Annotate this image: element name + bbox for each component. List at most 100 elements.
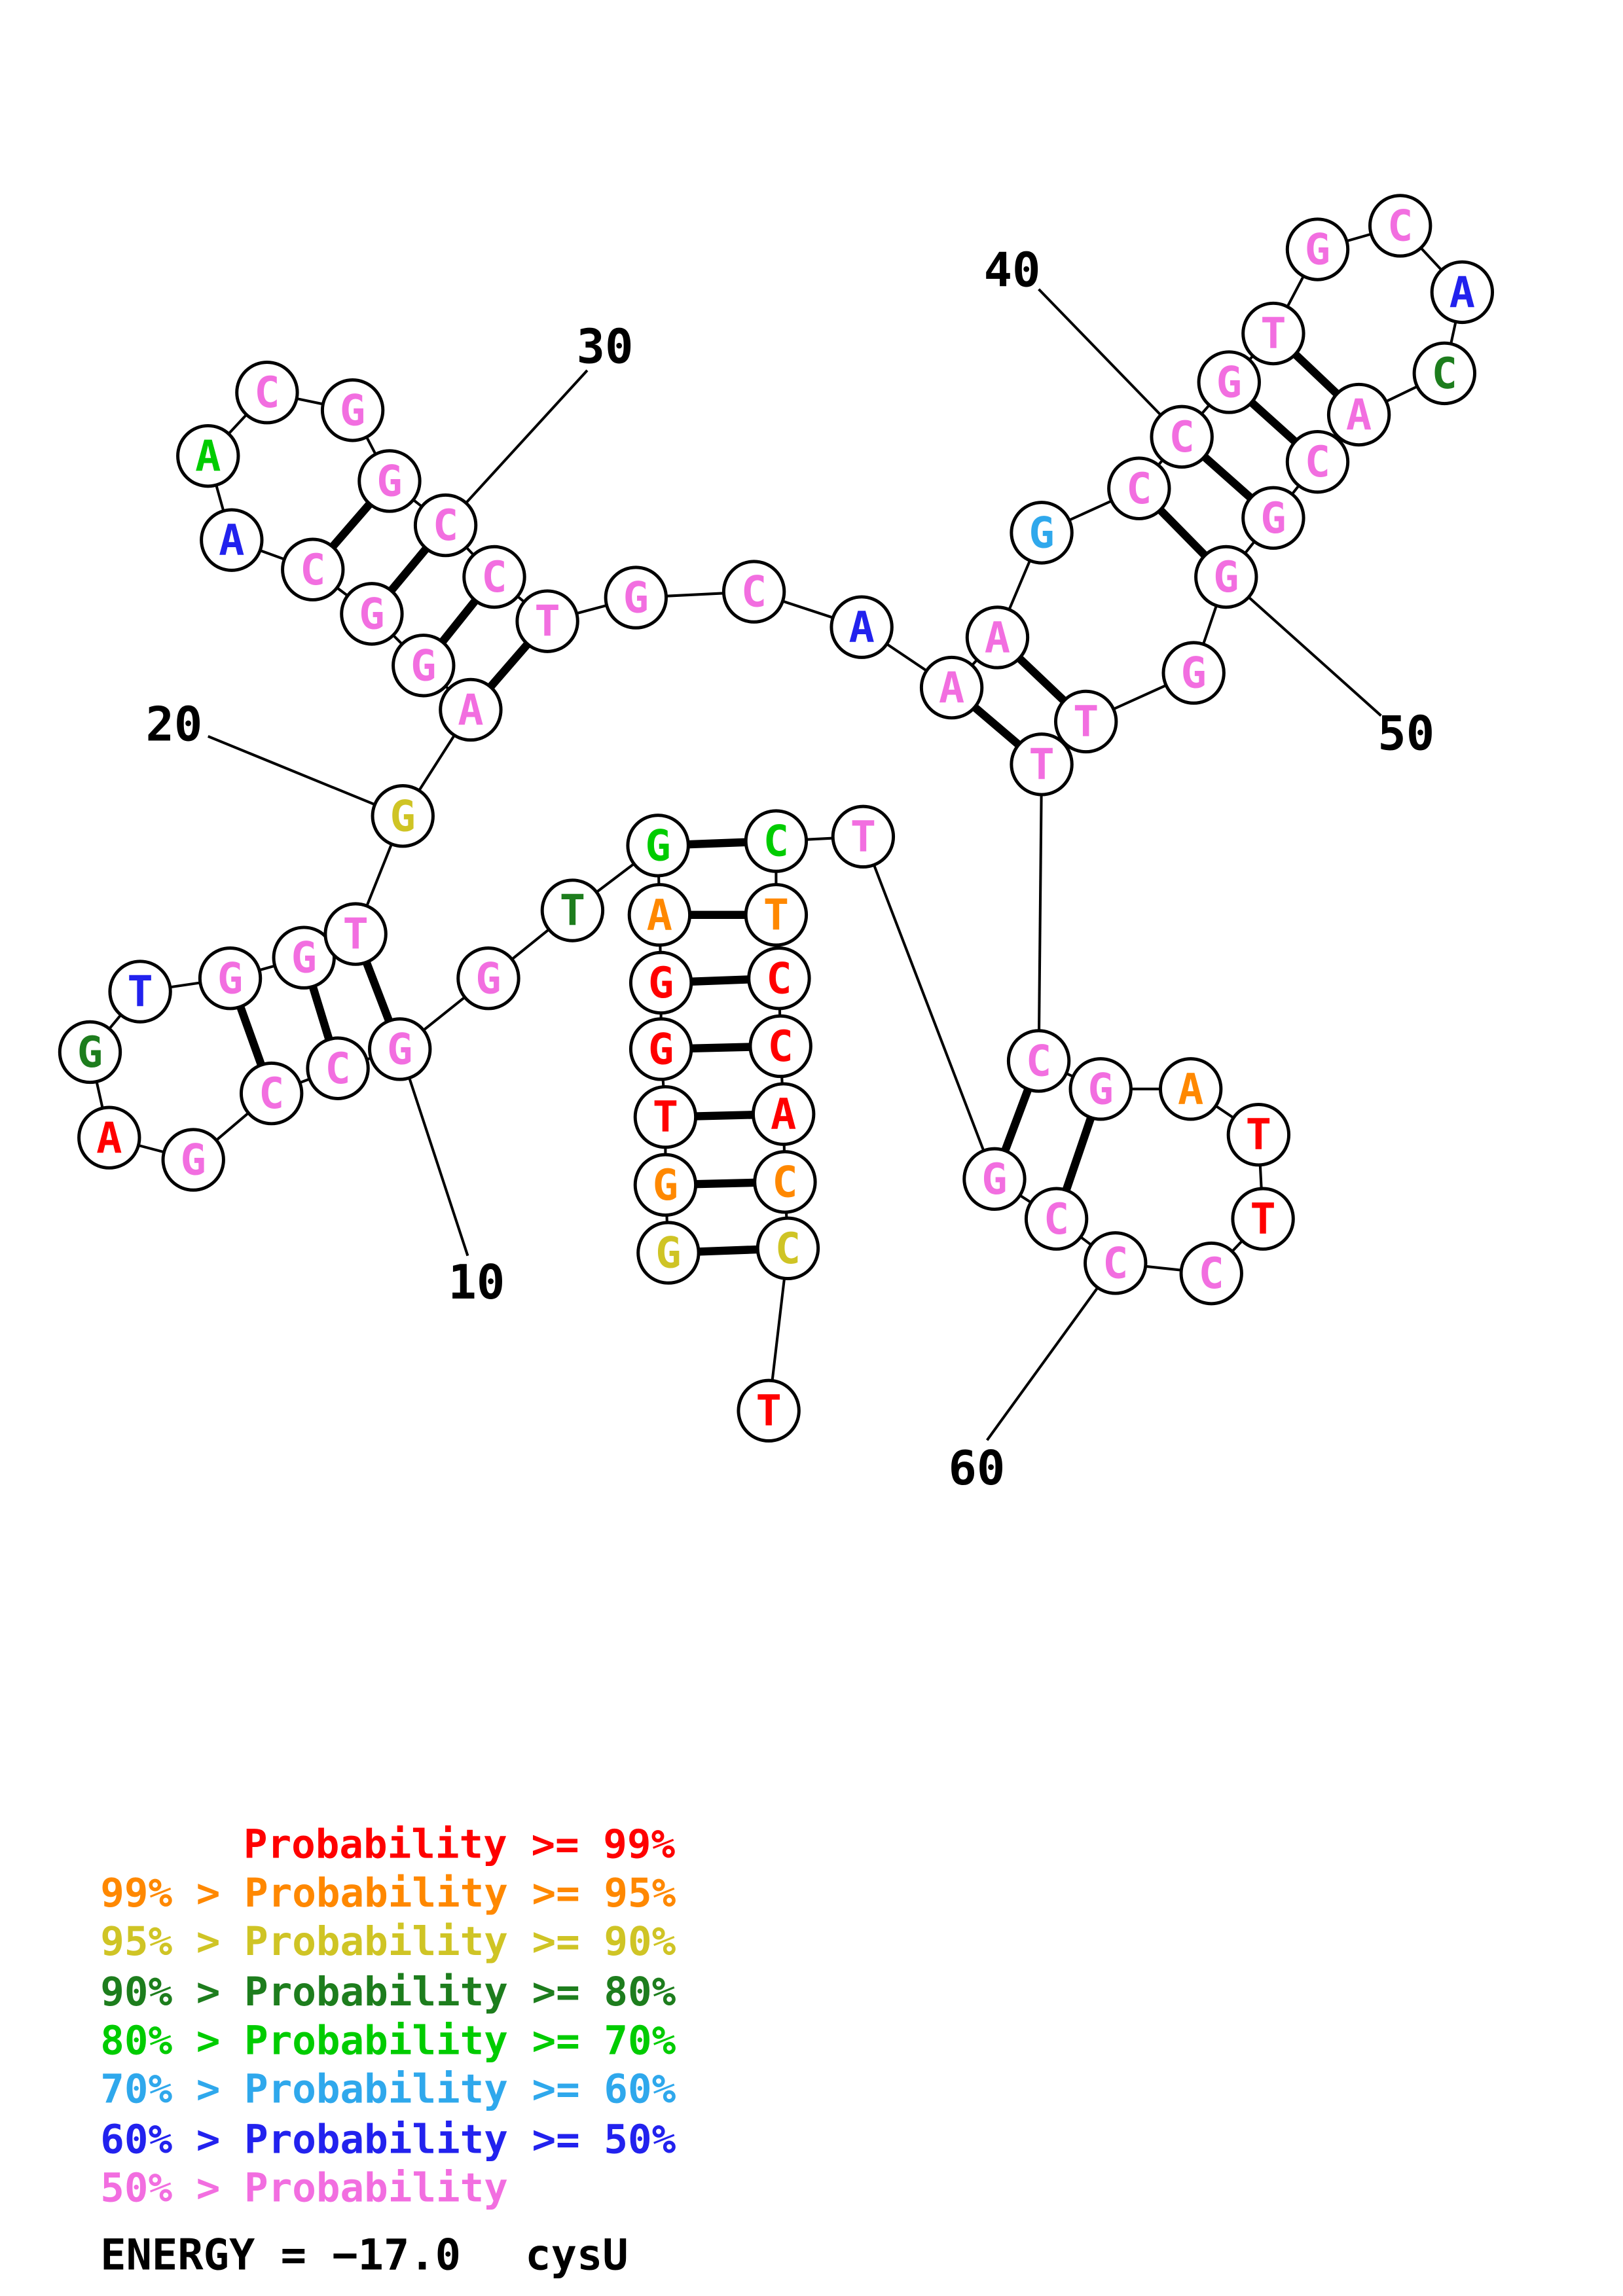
base-letter: C <box>772 1157 797 1207</box>
base-letter: T <box>1029 740 1054 789</box>
base-letter: A <box>1178 1064 1203 1114</box>
nucleotide-circle <box>357 449 422 513</box>
nucleotide-circle <box>752 1082 816 1146</box>
backbone-line <box>862 836 996 1180</box>
nucleotide-circle <box>392 634 456 698</box>
nucleotide-circle <box>1159 1057 1223 1121</box>
nucleotide-circle <box>633 1153 698 1217</box>
nucleotide-circle <box>198 946 263 1011</box>
base-letter: C <box>433 501 458 550</box>
nucleotide-circle <box>77 1105 141 1170</box>
base-letter: G <box>1088 1064 1114 1114</box>
nucleotide-circle <box>604 565 668 630</box>
base-letter: G <box>376 457 402 507</box>
base-letter: T <box>1260 309 1286 359</box>
base-letter: C <box>1026 1037 1051 1086</box>
base-letter: G <box>981 1155 1007 1204</box>
nucleotide-circle <box>1010 732 1074 797</box>
legend-line: 95% > Probability >= 90% <box>100 1919 676 1965</box>
nucleotide-circle <box>456 946 520 1011</box>
nucleotide-circle <box>1231 1187 1295 1251</box>
nucleotide-circle <box>636 1221 701 1285</box>
nucleotide-circle <box>1368 194 1432 258</box>
base-letter: A <box>219 516 244 565</box>
legend-line: 80% > Probability >= 70% <box>100 2018 676 2064</box>
nucleotide-circle <box>1197 350 1261 414</box>
base-letter: C <box>300 545 325 595</box>
base-letter: G <box>217 954 243 1003</box>
base-letter: A <box>771 1090 796 1139</box>
base-letter: G <box>623 573 649 623</box>
nucleotide-circle <box>1024 1187 1089 1251</box>
nucleotide-circle <box>1006 1029 1071 1093</box>
base-letter: G <box>1213 552 1239 602</box>
base-letter: T <box>756 1386 781 1436</box>
nucleotide-circle <box>368 1017 432 1081</box>
base-letter: G <box>1305 225 1330 275</box>
nucleotide-circle <box>919 655 984 720</box>
nucleotide-circle <box>1285 217 1350 281</box>
nucleotide-circle <box>629 1017 693 1081</box>
base-letter: C <box>1044 1194 1069 1244</box>
nucleotide-circle <box>744 809 809 873</box>
base-letter: G <box>410 641 436 691</box>
nucleotide-circle <box>1430 260 1495 325</box>
nucleotide-circle <box>281 537 345 601</box>
base-letter: C <box>1103 1238 1128 1288</box>
nucleotide-circle <box>1053 689 1118 754</box>
position-number-label: 30 <box>577 320 634 375</box>
nucleotide-circle <box>320 378 385 442</box>
nucleotide-circle <box>1161 641 1226 705</box>
base-letter: G <box>390 791 416 841</box>
base-letter: G <box>77 1028 103 1077</box>
nucleotide-circle <box>756 1216 820 1281</box>
base-letter: C <box>763 817 789 867</box>
base-letter: A <box>1450 268 1475 317</box>
legend-line: 50% > Probability <box>100 2166 508 2212</box>
base-letter: T <box>1246 1110 1271 1160</box>
base-letter: T <box>1250 1194 1275 1244</box>
base-letter: T <box>850 812 876 862</box>
base-letter: C <box>259 1069 284 1119</box>
nucleotide-circle <box>1010 501 1074 565</box>
base-letter: T <box>560 886 585 936</box>
position-number-label: 60 <box>948 1441 1005 1496</box>
base-letter: G <box>291 933 317 983</box>
nucleotide-circle <box>200 508 264 572</box>
label-pointer-line <box>445 369 589 526</box>
base-letter: G <box>648 1024 674 1074</box>
backbone-line <box>1037 764 1044 1062</box>
structure-name-label: cysU <box>525 2230 628 2280</box>
nucleotide-circle <box>748 1014 812 1079</box>
nucleotide-circle <box>1285 429 1350 494</box>
nucleotide-circle <box>340 582 404 646</box>
base-letter: C <box>766 954 792 1003</box>
nucleotide-circle <box>1326 382 1391 447</box>
base-letter: T <box>342 910 368 960</box>
base-letter: C <box>481 552 507 602</box>
nucleotide-circle <box>1241 486 1305 550</box>
nucleotide-circle <box>1068 1057 1133 1121</box>
position-number-label: 40 <box>984 243 1041 298</box>
base-letter: C <box>1387 201 1413 251</box>
legend-line: 60% > Probability >= 50% <box>100 2117 676 2162</box>
legend-line: 90% > Probability >= 80% <box>100 1969 676 2015</box>
energy-value-label: ENERGY = −17.0 <box>100 2230 461 2280</box>
base-letter: G <box>645 821 670 870</box>
nucleotide-circle <box>439 677 503 742</box>
nucleotide-circle <box>962 1147 1027 1211</box>
position-number-label: 50 <box>1377 706 1434 761</box>
base-letter: G <box>475 954 501 1003</box>
base-letter: C <box>1126 464 1152 514</box>
base-letter: G <box>655 1229 681 1278</box>
base-letter: A <box>1346 390 1372 440</box>
position-number-label: 20 <box>146 698 203 753</box>
base-letter: C <box>1199 1249 1224 1299</box>
nucleotide-circle <box>721 560 786 624</box>
base-letter: C <box>741 567 767 617</box>
nucleotide-circle <box>306 1036 370 1100</box>
base-letter: G <box>181 1136 206 1185</box>
nucleotide-circle <box>1226 1103 1291 1167</box>
base-letter: T <box>127 967 153 1017</box>
